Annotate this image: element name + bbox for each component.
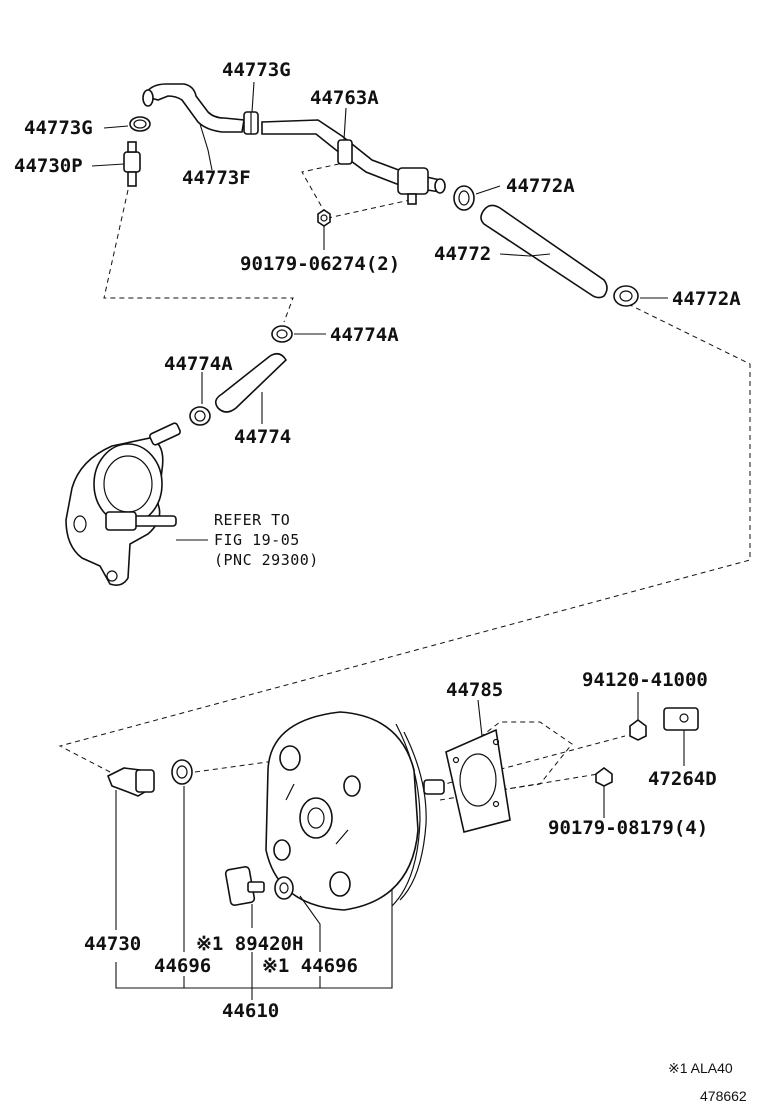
- label-90179-06274: 90179-06274(2): [240, 253, 400, 275]
- grommet-44696-right: [274, 876, 294, 900]
- clip-44773G-left: [129, 116, 151, 132]
- label-44774A-right: 44774A: [330, 324, 399, 346]
- reference-line-2: FIG 19-05: [214, 531, 300, 549]
- label-44730P: 44730P: [14, 155, 83, 177]
- label-89420H: ※1 89420H: [196, 933, 303, 955]
- footnote: ※1 ALA40: [668, 1060, 733, 1076]
- check-valve-44730: [106, 767, 155, 797]
- label-44773F: 44773F: [182, 167, 251, 189]
- leader-lines: [91, 81, 685, 1000]
- reference-note: REFER TO FIG 19-05 (PNC 29300): [214, 511, 319, 569]
- reference-line-3: (PNC 29300): [214, 551, 319, 569]
- clip-44772A-top: [453, 185, 475, 211]
- hose-44772: [480, 204, 608, 299]
- label-44610: 44610: [222, 1000, 279, 1022]
- reference-line-1: REFER TO: [214, 511, 290, 529]
- label-44773G-top: 44773G: [222, 59, 291, 81]
- brake-booster-44610: [265, 711, 445, 911]
- label-44772A-right: 44772A: [672, 288, 741, 310]
- label-44730: 44730: [84, 933, 141, 955]
- nut-90179-06274: [317, 209, 331, 227]
- vacuum-pump: [65, 422, 181, 586]
- hose-44773F: [142, 83, 245, 133]
- clip-44773G-top: [243, 111, 259, 135]
- grommet-44696-left: [171, 759, 193, 785]
- clevis-47264D: [663, 707, 699, 731]
- label-44696-left: 44696: [154, 955, 211, 977]
- hose-44763A: [261, 119, 446, 205]
- label-90179-08179: 90179-08179(4): [548, 817, 708, 839]
- check-valve-44730P: [123, 141, 141, 187]
- label-44785: 44785: [446, 679, 503, 701]
- part-labels: 44773G 44773G 44730P 44773F 44763A 44772…: [14, 59, 741, 1022]
- label-44774: 44774: [234, 426, 291, 448]
- label-44763A: 44763A: [310, 87, 379, 109]
- label-47264D: 47264D: [648, 768, 717, 790]
- clip-44774A-right: [271, 325, 293, 343]
- gasket-44785: [445, 728, 511, 833]
- nut-90179-08179: [595, 767, 613, 787]
- hose-44774: [214, 352, 288, 413]
- clip-44774A-left: [189, 406, 211, 426]
- label-44772A-top: 44772A: [506, 175, 575, 197]
- sensor-89420H: [224, 866, 265, 906]
- diagram-id: 478662: [700, 1088, 747, 1104]
- clip-44772A-right: [613, 285, 639, 307]
- nut-94120-41000: [629, 719, 647, 741]
- label-94120-41000: 94120-41000: [582, 669, 708, 691]
- label-44773G-left: 44773G: [24, 117, 93, 139]
- label-44772: 44772: [434, 243, 491, 265]
- label-44696-right: ※1 44696: [262, 955, 358, 977]
- label-44774A-left: 44774A: [164, 353, 233, 375]
